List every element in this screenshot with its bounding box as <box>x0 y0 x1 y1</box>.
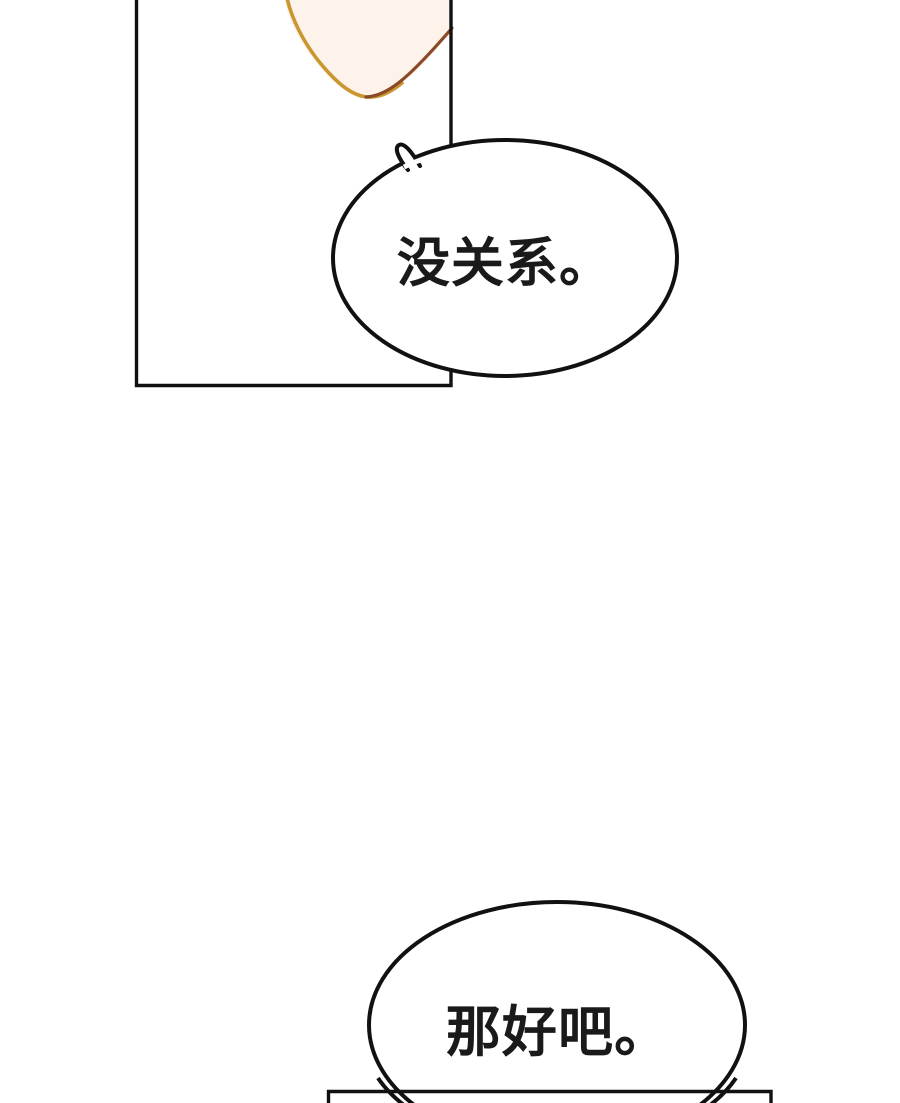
speech-bubble-bottom-text: 那好吧。 <box>445 1001 671 1063</box>
speech-bubble-top-tail-seam <box>402 155 428 170</box>
hair-tip-outline-right <box>364 26 454 99</box>
speech-bubble-bottom-overlap <box>376 1076 738 1103</box>
speech-bubble-top-body <box>331 138 679 378</box>
speech-bubble-bottom-body <box>367 900 747 1103</box>
character-hair-tip <box>285 0 454 99</box>
speech-bubble-bottom-lower-arc <box>376 1076 405 1103</box>
speech-bubble-top-text: 没关系。 <box>396 234 614 293</box>
speech-bubble-bottom <box>367 900 747 1103</box>
hair-tip-outline-left <box>285 0 404 99</box>
speech-bubble-top <box>331 138 679 378</box>
speech-bubble-bottom-lower-arc-right <box>709 1076 738 1103</box>
bottom-panel-border <box>326 1089 773 1103</box>
bottom-panel <box>326 1089 773 1103</box>
